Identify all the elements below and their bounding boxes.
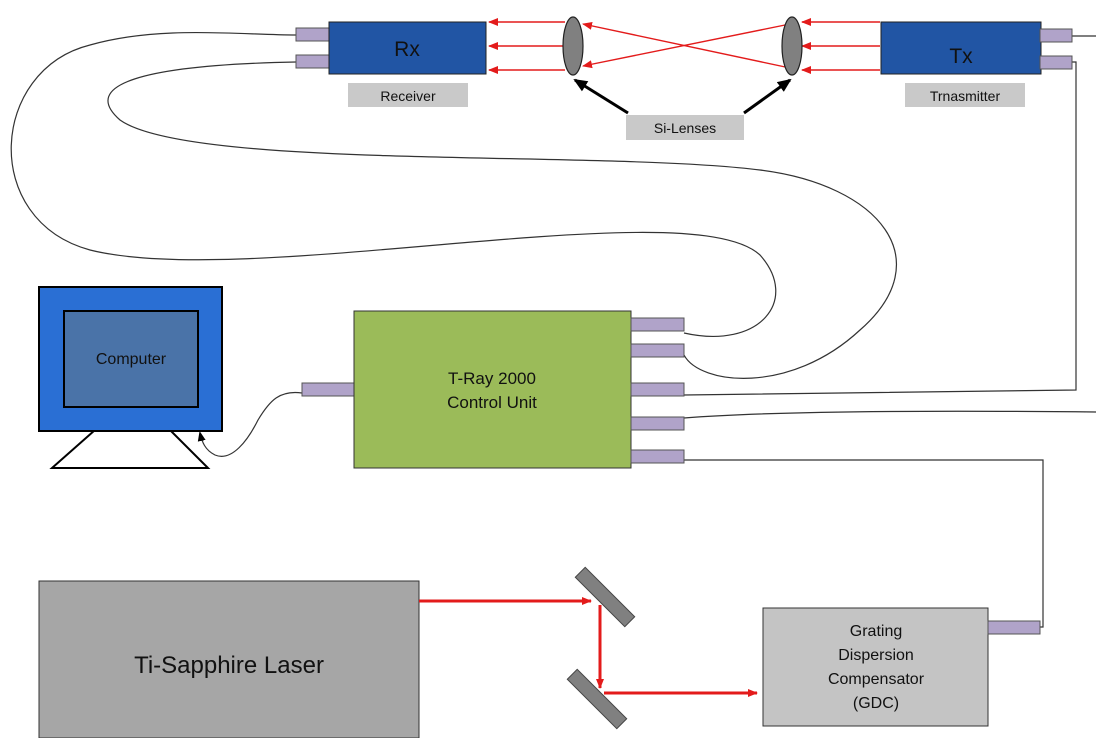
tx-label: Tx (949, 45, 973, 68)
cable-gdc (684, 459, 1044, 628)
si-lenses: Si-Lenses (562, 16, 803, 140)
control-unit-title: T-Ray 2000 (448, 369, 536, 388)
transmitter-caption: Trnasmitter (930, 88, 1001, 104)
control-unit-port-left (301, 382, 355, 397)
cables (10, 31, 1096, 628)
cable-tx (683, 61, 1077, 396)
cable-rx-signal (10, 31, 777, 337)
rx-label: Rx (394, 38, 420, 61)
control-unit-port-3 (630, 382, 685, 397)
rx-connector-bottom (295, 54, 331, 69)
laser: Ti-Sapphire Laser (38, 580, 420, 739)
gdc-box (762, 607, 989, 727)
gdc: Grating Dispersion Compensator (GDC) (762, 607, 1041, 727)
tx-connector-bottom (1039, 55, 1073, 70)
transmitter-caption-bg (905, 83, 1025, 107)
gdc-port (987, 620, 1041, 635)
control-unit-port-2 (630, 343, 685, 358)
control-unit-port-1 (630, 317, 685, 332)
laser-box (38, 580, 420, 739)
rx-connector-top (295, 27, 331, 42)
thz-beams (488, 18, 880, 74)
lens-icon (781, 16, 803, 76)
mirrors (566, 566, 636, 730)
receiver-module: Rx Receiver (295, 21, 487, 107)
si-lenses-caption-bg (626, 115, 744, 140)
receiver-caption: Receiver (380, 88, 436, 104)
computer-label: Computer (96, 351, 167, 368)
monitor-screen (63, 310, 199, 408)
control-unit: T-Ray 2000 Control Unit (301, 310, 685, 469)
laser-label: Ti-Sapphire Laser (134, 652, 324, 679)
tx-box (880, 21, 1042, 75)
transmitter-module: Tx Trnasmitter (880, 21, 1073, 107)
gdc-line-4: (GDC) (853, 695, 899, 712)
control-unit-subtitle: Control Unit (447, 393, 537, 412)
mirror-icon (566, 668, 628, 730)
lens-icon (562, 16, 584, 76)
cable-rx-probe (107, 61, 897, 379)
computer: Computer (38, 286, 223, 469)
gdc-line-2: Dispersion (838, 647, 914, 664)
gdc-line-3: Compensator (828, 671, 925, 688)
laser-beam (419, 597, 758, 697)
control-unit-port-4 (630, 416, 685, 431)
control-unit-box (353, 310, 632, 469)
gdc-line-1: Grating (850, 623, 902, 640)
mirror-icon (574, 566, 636, 628)
tx-connector-top (1039, 28, 1073, 43)
control-unit-port-5 (630, 449, 685, 464)
receiver-caption-bg (348, 83, 468, 107)
rx-box (328, 21, 487, 75)
cable-out (683, 410, 1096, 419)
monitor-stand (49, 429, 211, 469)
si-lenses-caption: Si-Lenses (654, 120, 716, 136)
cable-computer (197, 391, 303, 457)
